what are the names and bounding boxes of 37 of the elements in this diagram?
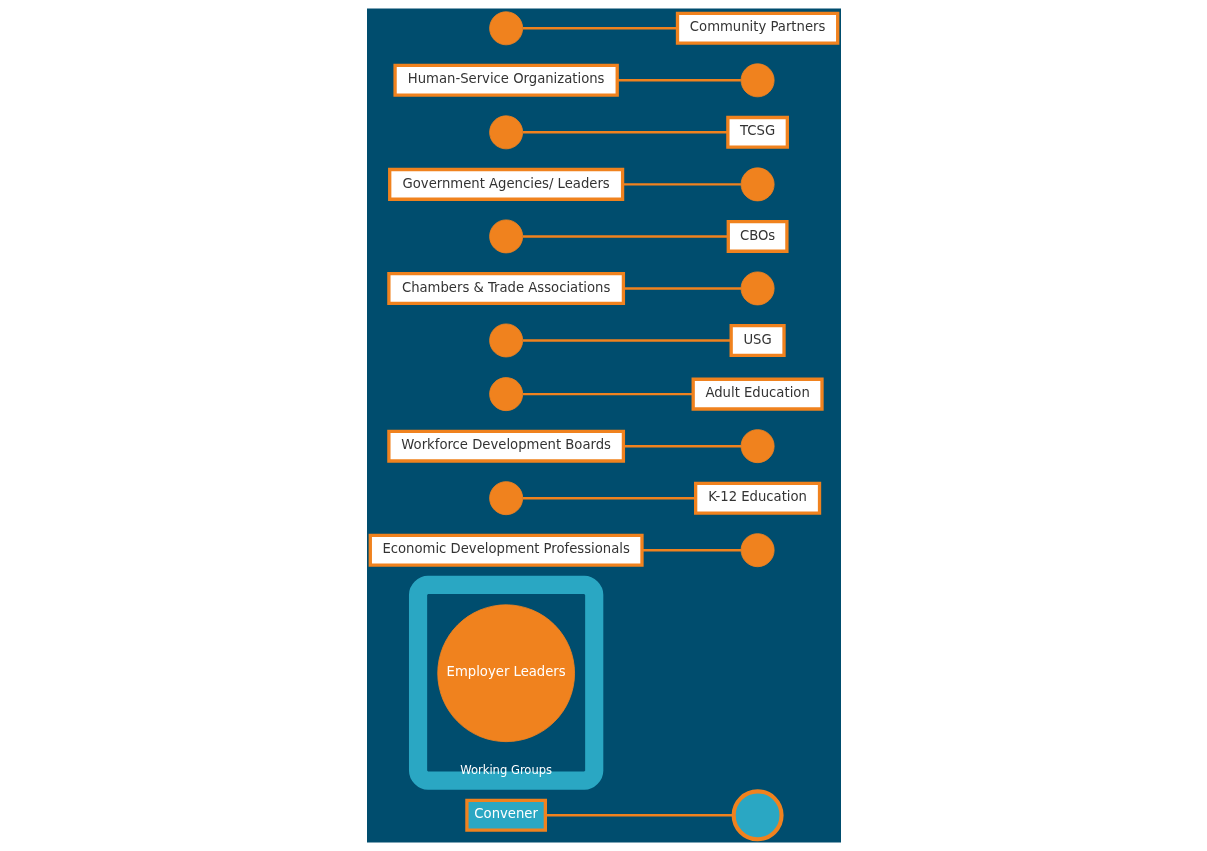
connector [544, 814, 734, 817]
node-circle [488, 481, 523, 516]
node-box: Chambers & Trade Associations [386, 271, 625, 305]
node-circle [740, 429, 775, 464]
node-box: TCSG [725, 115, 789, 149]
node-circle [740, 271, 775, 306]
node-circle [488, 115, 523, 150]
node-box: Convener [464, 798, 547, 832]
node-box: Community Partners [675, 11, 839, 45]
node-box: Economic Development Professionals [368, 533, 644, 567]
node-box: Government Agencies/ Leaders [387, 167, 624, 201]
connector [522, 235, 728, 238]
node-box: USG [729, 323, 786, 357]
node-box: K-12 Education [693, 481, 821, 515]
connector [522, 339, 731, 342]
connector [522, 131, 728, 134]
node-circle [731, 789, 784, 842]
node-circle [488, 11, 523, 46]
connector [622, 183, 741, 186]
node-box: CBOs [726, 219, 789, 253]
node-box: Human-Service Organizations [392, 63, 619, 97]
connector [622, 444, 741, 448]
connector [622, 287, 741, 290]
connector [522, 496, 695, 500]
connector [641, 548, 741, 552]
node-circle [488, 219, 523, 254]
node-box: Workforce Development Boards [386, 429, 625, 463]
node-box: Adult Education [691, 377, 824, 411]
node-circle [488, 377, 523, 412]
connector [522, 392, 693, 396]
node-circle [740, 167, 775, 202]
node-circle: Employer Leaders [436, 604, 575, 743]
node-circle [740, 533, 775, 568]
connector [616, 79, 741, 82]
connector [522, 27, 677, 30]
node-circle [488, 323, 523, 358]
node-circle [740, 63, 775, 98]
